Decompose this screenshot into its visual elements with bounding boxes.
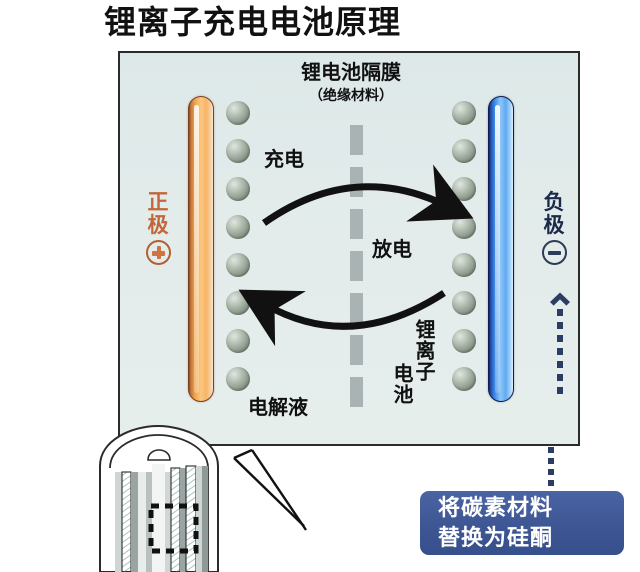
lithium-ion-label: 锂离子 — [412, 319, 436, 382]
separator-dash — [350, 293, 363, 323]
positive-electrode-bar — [188, 96, 214, 402]
lithium-ion-sphere — [452, 253, 476, 277]
material-substitution-callout: 将碳素材料 替换为硅酮 — [418, 489, 626, 557]
lithium-ion-sphere — [226, 101, 250, 125]
lithium-ion-sphere — [452, 367, 476, 391]
cell-label: 电池 — [390, 363, 414, 405]
discharge-flow-label: 放电 — [372, 237, 412, 261]
lithium-ion-sphere — [226, 291, 250, 315]
cell-diagram-panel: 锂电池隔膜 （绝缘材料） 正极 负极 充电 放电 电解液 锂离子 电池 — [118, 51, 580, 446]
positive-pole-label: 正极 — [147, 190, 169, 237]
negative-pole-label-group: 负极 — [534, 191, 574, 265]
chevron-up-icon — [550, 292, 570, 306]
minus-circle-icon — [541, 240, 567, 265]
separator-dash — [350, 209, 363, 239]
separator-membrane-dashes — [350, 125, 363, 415]
lithium-ion-sphere — [226, 177, 250, 201]
lithium-ion-sphere — [226, 329, 250, 353]
lithium-ion-sphere — [452, 329, 476, 353]
separator-dash — [350, 251, 363, 281]
lithium-ion-sphere — [452, 177, 476, 201]
lithium-ion-sphere — [452, 291, 476, 315]
separator-dash — [350, 125, 363, 155]
charge-flow-label: 充电 — [264, 147, 304, 171]
lithium-ion-sphere — [452, 215, 476, 239]
lithium-ion-sphere — [452, 101, 476, 125]
separator-sub-note: （绝缘材料） — [309, 88, 393, 104]
negative-electrode-riser — [549, 291, 571, 399]
riser-dotted-line — [557, 309, 563, 399]
separator-name: 锂电池隔膜 — [301, 60, 401, 84]
negative-pole-label: 负极 — [543, 190, 565, 237]
separator-dash — [350, 377, 363, 407]
page-title: 锂离子充电电池原理 — [104, 3, 402, 41]
separator-dash — [350, 167, 363, 197]
negative-electrode-bar — [488, 96, 514, 402]
lithium-ion-sphere — [226, 139, 250, 163]
lithium-ion-sphere — [226, 367, 250, 391]
separator-caption: 锂电池隔膜 （绝缘材料） — [226, 60, 476, 107]
ion-column-left — [226, 101, 252, 405]
lithium-ion-sphere — [226, 253, 250, 277]
ion-column-right — [452, 101, 478, 405]
cylindrical-cell-cutaway — [99, 424, 219, 572]
lithium-ion-sphere — [452, 139, 476, 163]
separator-dash — [350, 335, 363, 365]
electrolyte-label: 电解液 — [248, 395, 308, 419]
callout-line-1: 将碳素材料 — [438, 496, 554, 521]
plus-circle-icon — [145, 240, 171, 265]
dashed-zoom-region — [148, 503, 199, 554]
positive-pole-label-group: 正极 — [138, 191, 178, 265]
callout-line-2: 替换为硅酮 — [438, 526, 554, 551]
lithium-ion-sphere — [226, 215, 250, 239]
callout-dotted-connector — [548, 447, 554, 494]
